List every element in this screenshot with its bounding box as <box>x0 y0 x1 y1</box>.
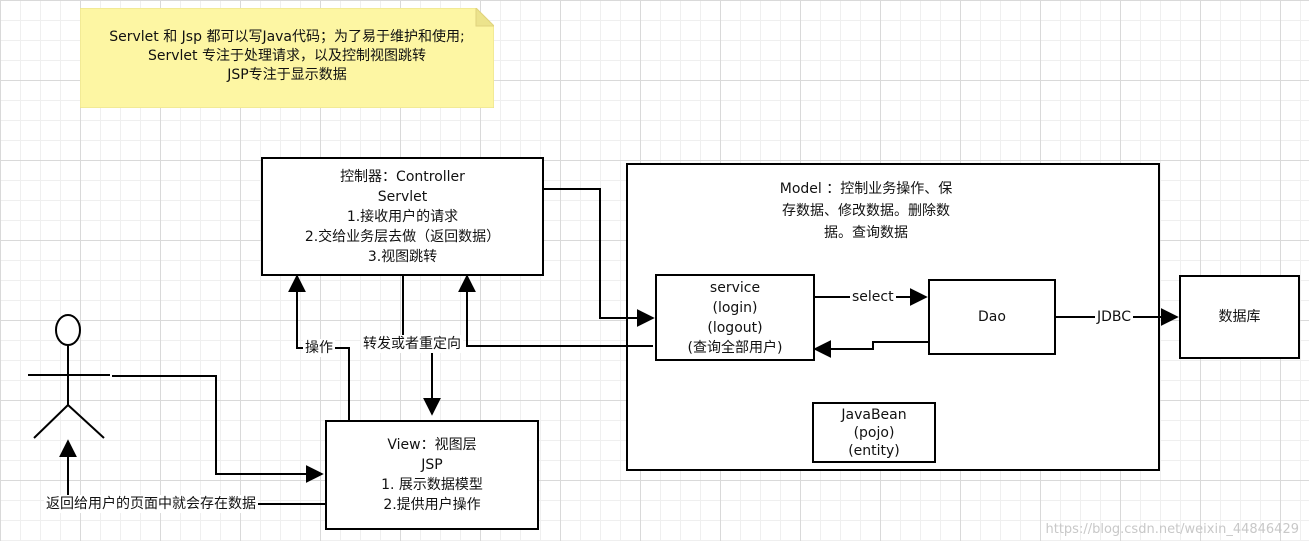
controller-line-4: 2.交给业务层去做（返回数据） <box>304 228 501 245</box>
jdbc-label: JDBC <box>1095 308 1134 326</box>
controller-line-5: 3.视图跳转 <box>367 248 438 265</box>
dao-to-service-arrow <box>813 340 929 358</box>
service-line-1: service <box>709 279 761 296</box>
database-label: 数据库 <box>1218 309 1261 325</box>
controller-line-1: 控制器：Controller <box>340 168 465 185</box>
sticky-note-shape <box>80 8 494 108</box>
model-description: Model ：控制业务操作、保 存数据、修改数据。删除数 据。查询数据 <box>746 178 986 244</box>
service-to-controller-arrow <box>458 274 653 347</box>
javabean-line-3: (entity) <box>848 442 900 459</box>
model-line-3: 据。查询数据 <box>824 225 908 241</box>
service-line-3: (logout) <box>707 319 763 336</box>
controller-line-3: 1.接收用户的请求 <box>346 208 459 225</box>
view-line-3: 1. 展示数据模型 <box>381 477 483 493</box>
model-line-2: 存数据、修改数据。删除数 <box>782 203 950 219</box>
user-actor-icon <box>28 314 110 439</box>
model-line-1: Model ：控制业务操作、保 <box>779 181 953 197</box>
controller-to-service-arrow <box>543 188 655 327</box>
service-line-2: (login) <box>712 299 758 316</box>
note-line-2: Servlet 专注于处理请求，以及控制视图跳转 <box>148 48 426 64</box>
javabean-line-1: JavaBean <box>841 406 907 423</box>
sticky-note: Servlet 和 Jsp 都可以写Java代码；为了易于维护和使用; Serv… <box>80 8 494 108</box>
user-to-view-arrow <box>112 375 324 483</box>
database-box: 数据库 <box>1179 275 1300 359</box>
select-label: select <box>850 288 896 306</box>
view-box: View：视图层 JSP 1. 展示数据模型 2.提供用户操作 <box>325 420 539 530</box>
view-line-2: JSP <box>421 457 443 473</box>
forward-label: 转发或者重定向 <box>361 335 463 353</box>
service-box: service (login) (logout) (查询全部用户) <box>655 274 815 361</box>
note-line-1: Servlet 和 Jsp 都可以写Java代码；为了易于维护和使用; <box>109 29 465 45</box>
javabean-box: JavaBean (pojo) (entity) <box>812 402 936 463</box>
operate-label: 操作 <box>303 339 335 357</box>
controller-box: 控制器：Controller Servlet 1.接收用户的请求 2.交给业务层… <box>261 157 544 276</box>
view-line-4: 2.提供用户操作 <box>383 497 481 513</box>
dao-box: Dao <box>928 279 1056 355</box>
note-line-3: JSP专注于显示数据 <box>227 67 347 83</box>
view-line-1: View：视图层 <box>387 437 477 453</box>
javabean-line-2: (pojo) <box>853 424 895 441</box>
return-data-label: 返回给用户的页面中就会存在数据 <box>44 495 258 513</box>
watermark: https://blog.csdn.net/weixin_44846429 <box>1045 522 1299 537</box>
controller-line-2: Servlet <box>377 188 428 205</box>
service-line-4: (查询全部用户) <box>687 339 783 356</box>
dao-label: Dao <box>978 309 1006 325</box>
